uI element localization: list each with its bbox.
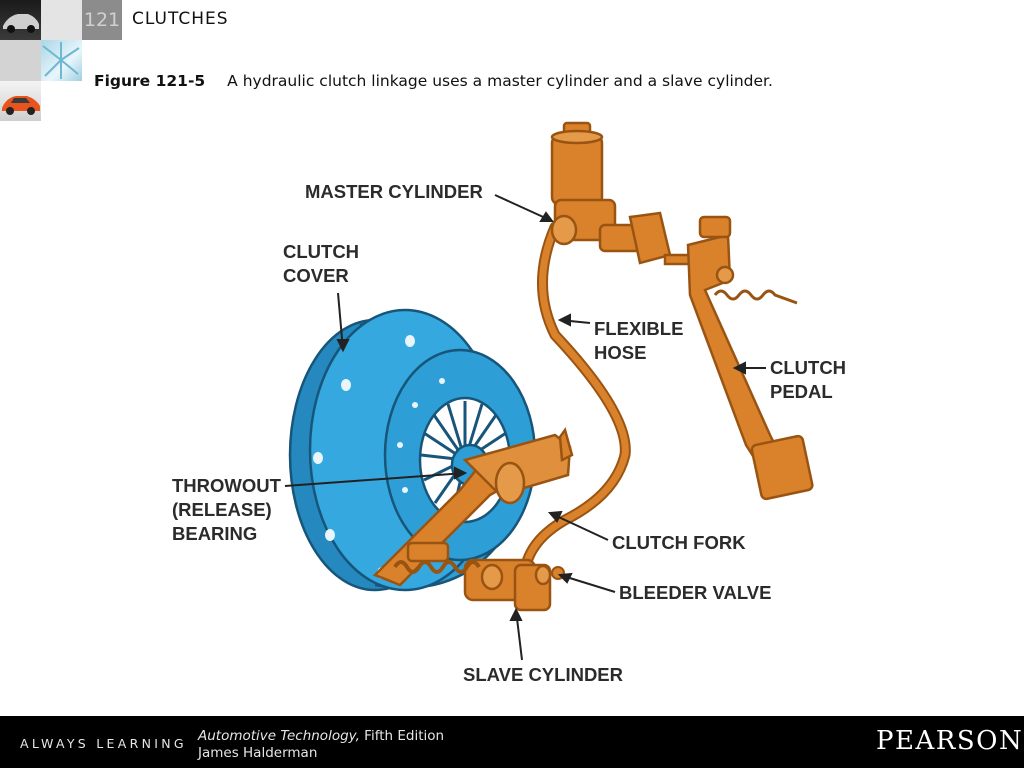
red-car-thumbnail-image (0, 81, 41, 121)
book-edition: Fifth Edition (359, 728, 445, 744)
master-cylinder-graphic (550, 121, 707, 266)
footer-bar: ALWAYS LEARNING Automotive Technology, F… (0, 716, 1024, 768)
label-flexible-hose: FLEXIBLE HOSE (594, 318, 684, 363)
label-slave-cylinder: SLAVE CYLINDER (463, 664, 624, 685)
clutch-pedal-graphic (686, 215, 814, 501)
caption-text: A hydraulic clutch linkage uses a master… (227, 72, 773, 90)
book-credit: Automotive Technology, Fifth Edition Jam… (198, 728, 444, 762)
label-bleeder-valve: BLEEDER VALVE (619, 582, 772, 603)
publisher-logo: PEARSON (876, 726, 1024, 756)
chapter-title: CLUTCHES (132, 9, 229, 29)
engine-part-thumbnail-image (41, 40, 82, 81)
figure-label: Figure 121-5 (94, 72, 206, 90)
label-clutch-cover: CLUTCH COVER (283, 241, 360, 286)
label-master-cylinder: MASTER CYLINDER (305, 181, 483, 202)
book-title: Automotive Technology, (198, 728, 360, 744)
label-clutch-fork: CLUTCH FORK (612, 532, 746, 553)
label-throwout-bearing: THROWOUT (RELEASE) BEARING (172, 475, 281, 544)
gray-thumbnail (0, 40, 41, 81)
car-thumbnail-image (0, 0, 41, 40)
clutch-diagram-graphic (284, 121, 814, 661)
footer-tagline: ALWAYS LEARNING (20, 736, 187, 751)
chapter-number: 121 (82, 0, 122, 40)
hydraulic-clutch-linkage-illustration: MASTER CYLINDER CLUTCH COVER FLEXIBLE HO… (160, 115, 860, 699)
label-clutch-pedal: CLUTCH PEDAL (770, 357, 847, 402)
book-author: James Halderman (198, 745, 318, 761)
figure-caption: Figure 121-5 A hydraulic clutch linkage u… (94, 72, 773, 90)
slave-cylinder-graphic (406, 541, 552, 612)
light-gray-thumbnail (41, 0, 82, 40)
